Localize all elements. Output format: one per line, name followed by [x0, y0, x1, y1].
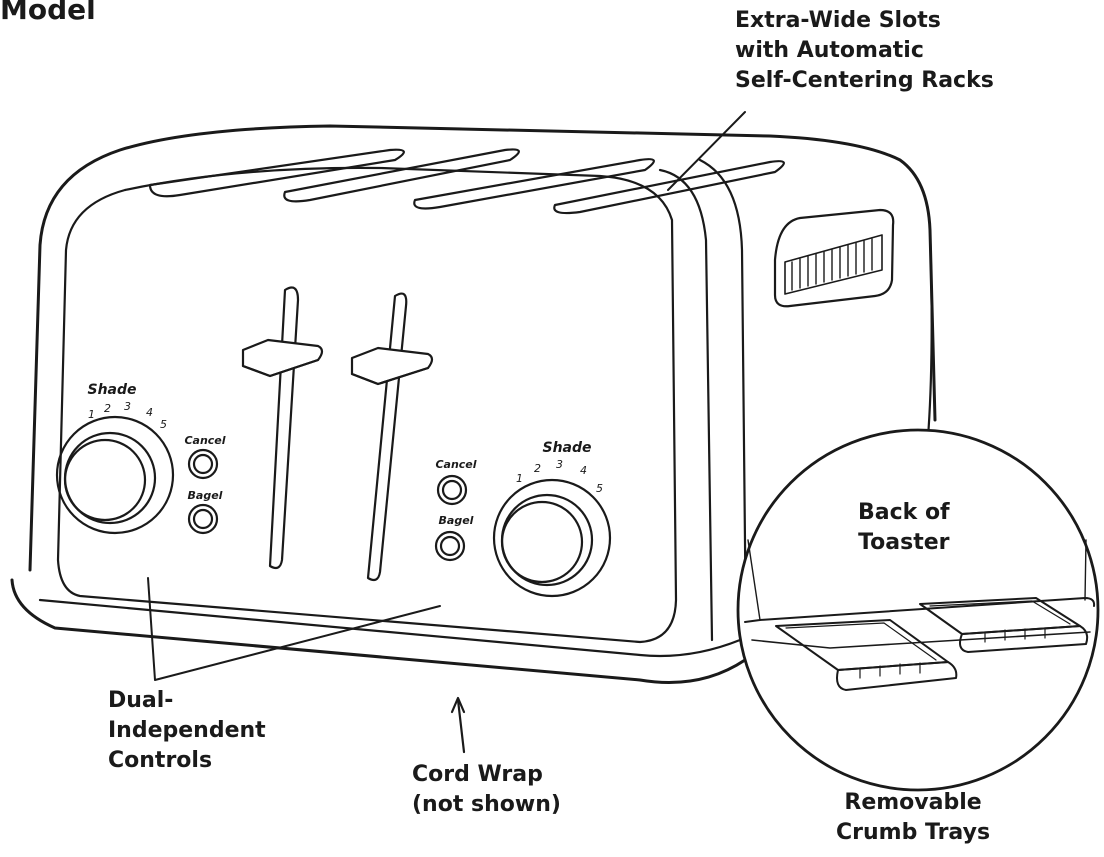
page-heading: Model [0, 0, 96, 26]
controls-callout: Dual- Independent Controls [108, 686, 266, 776]
toaster-base-inner [38, 598, 742, 658]
back-view-inset [736, 428, 1100, 792]
svg-text:1: 1 [88, 408, 95, 421]
body-edge-2 [698, 158, 748, 642]
callout-line: Cord Wrap [412, 762, 543, 787]
cancel-button-left [187, 448, 219, 480]
callout-line: (not shown) [412, 792, 561, 817]
svg-text:3: 3 [556, 458, 563, 471]
lever-right [350, 292, 434, 582]
bagel-button-left [187, 503, 219, 535]
bagel-button-right [434, 530, 466, 562]
cancel-button-right [436, 474, 468, 506]
body-edge [658, 168, 714, 642]
callout-line: Extra-Wide Slots [735, 8, 941, 33]
svg-text:4: 4 [146, 406, 153, 419]
right-control-panel: Shade 1 2 3 4 5 Cancel Bagel [434, 440, 612, 598]
cancel-label-left: Cancel [184, 434, 225, 447]
callout-line: Removable [844, 790, 982, 815]
shade-knob-left [55, 415, 175, 535]
callout-line: Toaster [858, 530, 950, 555]
shade-knob-right [492, 478, 612, 598]
bread-slot [283, 148, 520, 203]
side-vent [773, 208, 895, 308]
bagel-label-left: Bagel [188, 489, 223, 502]
toaster-body [28, 124, 937, 572]
bread-slots [148, 148, 785, 215]
svg-text:1: 1 [516, 472, 523, 485]
svg-text:2: 2 [104, 402, 111, 415]
callout-line: Self-Centering Racks [735, 68, 994, 93]
trays-callout: Removable Crumb Trays [836, 788, 990, 848]
callout-line: Back of [858, 500, 950, 525]
svg-text:4: 4 [580, 464, 587, 477]
cord-arrow-head [450, 696, 466, 714]
svg-text:3: 3 [124, 400, 131, 413]
bread-slot [413, 158, 655, 210]
callout-line: Crumb Trays [836, 820, 991, 845]
lever-left [241, 286, 324, 570]
callout-line: Independent [108, 718, 266, 743]
svg-text:5: 5 [596, 482, 603, 495]
callout-line: Controls [108, 748, 213, 773]
cord-leader-line [456, 698, 466, 754]
bread-slot [553, 160, 785, 215]
svg-text:2: 2 [534, 462, 541, 475]
bagel-label-right: Bagel [439, 514, 474, 527]
cord-callout: Cord Wrap (not shown) [412, 760, 561, 820]
left-control-panel: Shade 1 2 3 4 5 Cancel Bagel [55, 382, 226, 535]
callout-line: Dual- [108, 688, 174, 713]
front-panel [56, 166, 678, 644]
bread-slot [148, 148, 405, 198]
slots-leader-line [667, 111, 746, 191]
cancel-label-right: Cancel [435, 458, 476, 471]
controls-leader-line [147, 577, 441, 681]
svg-text:5: 5 [160, 418, 167, 431]
shade-label-right: Shade [542, 440, 591, 456]
back-callout: Back of Toaster [858, 498, 950, 558]
shade-label-left: Shade [87, 382, 136, 398]
callout-line: with Automatic [735, 38, 924, 63]
slots-callout: Extra-Wide Slots with Automatic Self-Cen… [735, 6, 994, 96]
